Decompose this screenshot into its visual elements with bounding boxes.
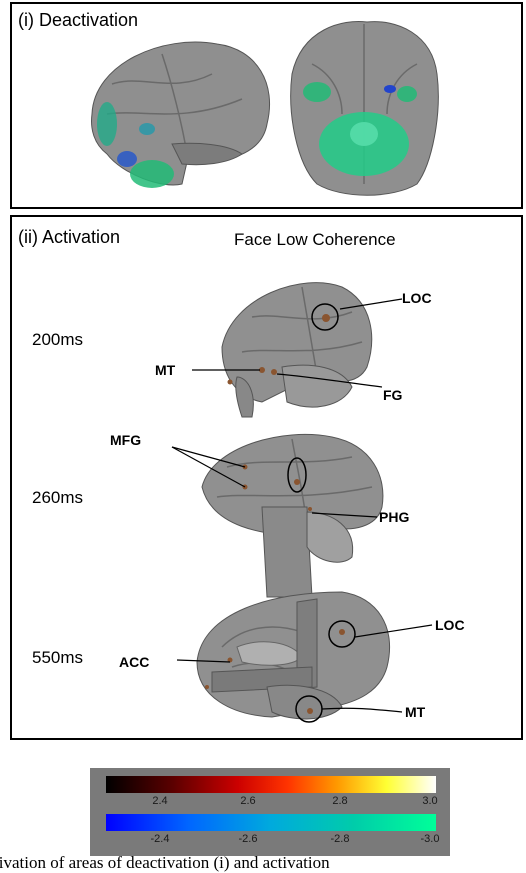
figure-caption: tivation of areas of deactivation (i) an… bbox=[0, 853, 330, 872]
tick-label: -2.8 bbox=[330, 833, 350, 845]
time-label-200: 200ms bbox=[32, 330, 84, 349]
condition-title: Face Low Coherence bbox=[234, 230, 396, 249]
tick-label: 2.6 bbox=[240, 795, 256, 807]
region-label-loc: LOC bbox=[402, 290, 432, 306]
time-label-550: 550ms bbox=[32, 648, 84, 667]
panel-i-label: (i) Deactivation bbox=[18, 10, 139, 30]
tick-label: -2.6 bbox=[238, 833, 258, 845]
brain-550ms bbox=[176, 591, 433, 723]
panel-ii-label: (ii) Activation bbox=[18, 227, 121, 247]
tick-label: 2.8 bbox=[332, 795, 348, 807]
brain-260ms bbox=[171, 433, 384, 598]
brain-200ms bbox=[192, 282, 403, 418]
region-label-mt: MT bbox=[155, 362, 176, 378]
activation-brains bbox=[171, 282, 433, 723]
tick-label: -3.0 bbox=[420, 833, 440, 845]
deactivation-panel: (i) Deactivation bbox=[10, 2, 523, 209]
tick-label: 2.4 bbox=[152, 795, 168, 807]
region-label-fg: FG bbox=[383, 387, 403, 403]
activation-panel: (ii) Activation Face Low Coherence 200ms… bbox=[10, 215, 523, 740]
region-label-loc: LOC bbox=[435, 617, 465, 633]
region-label-phg: PHG bbox=[379, 509, 410, 525]
brain-ventral-view bbox=[290, 21, 439, 196]
region-label-acc: ACC bbox=[119, 654, 150, 670]
positive-colorbar bbox=[106, 776, 436, 793]
negative-colorbar bbox=[106, 814, 436, 831]
deactivation-brains bbox=[91, 21, 439, 196]
region-label-mt: MT bbox=[405, 704, 426, 720]
tick-label: -2.4 bbox=[150, 833, 170, 845]
region-label-mfg: MFG bbox=[110, 432, 142, 448]
colorbar: 2.4 2.6 2.8 3.0 -2.4 -2.6 -2.8 -3.0 bbox=[90, 768, 450, 856]
brain-lateral-view bbox=[91, 41, 271, 188]
time-label-260: 260ms bbox=[32, 488, 84, 507]
tick-label: 3.0 bbox=[422, 795, 438, 807]
